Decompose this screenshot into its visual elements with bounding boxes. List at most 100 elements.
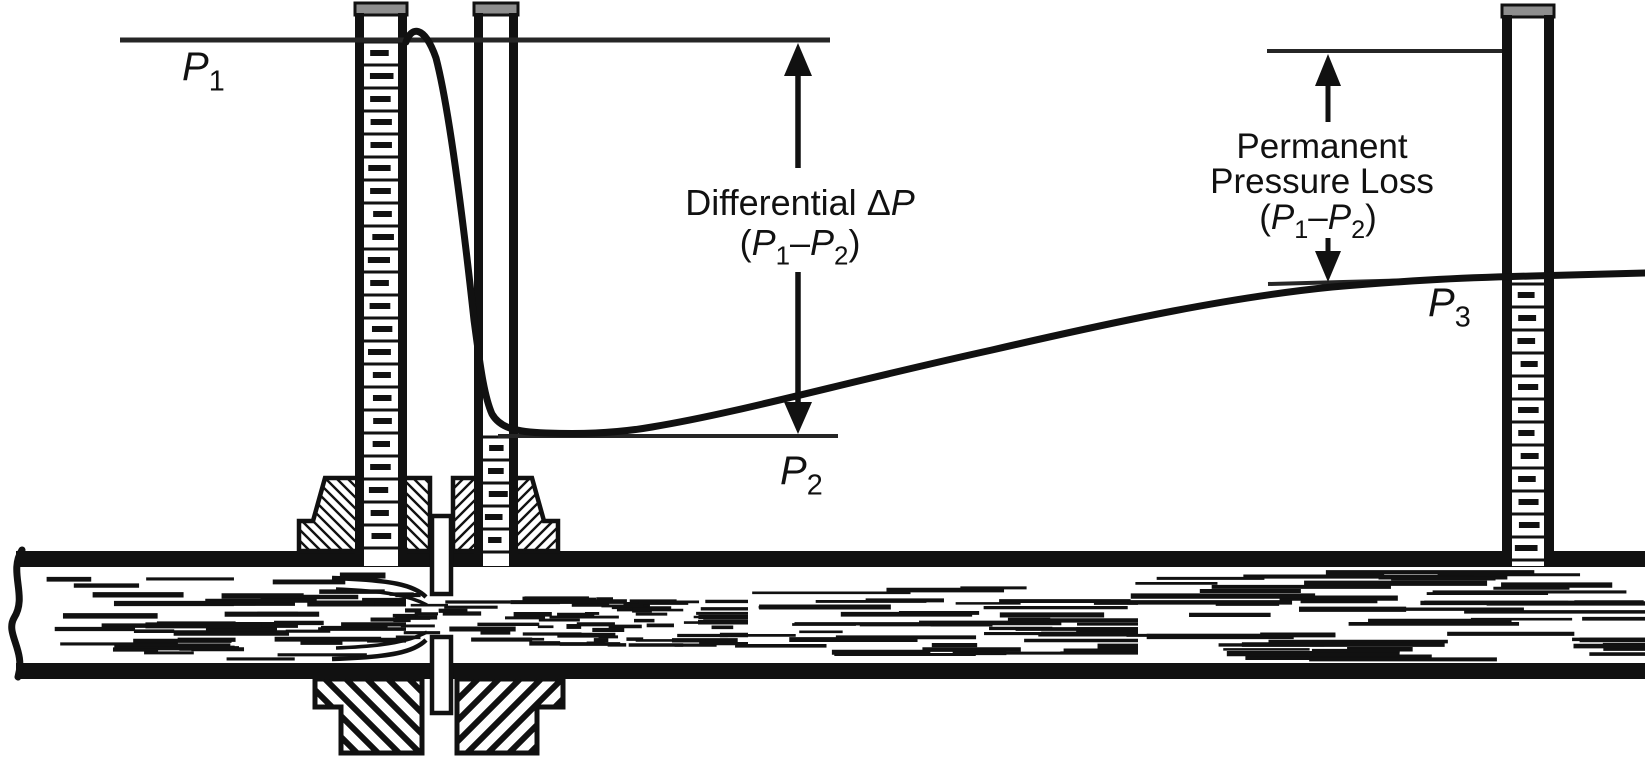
permanent-loss-label-line2: Pressure Loss xyxy=(1210,162,1434,201)
downstream-tap-tube-left-wall xyxy=(474,13,483,566)
hatch-line xyxy=(299,478,300,551)
hatch-line xyxy=(315,679,381,753)
pipe-top-wall xyxy=(16,551,1645,567)
permanent-loss-label-line1: Permanent xyxy=(1236,127,1407,166)
hatch-line xyxy=(485,679,563,753)
hatch-line xyxy=(600,478,673,551)
upstream-tap-tube xyxy=(353,1,409,566)
ladder-liquid-dash xyxy=(370,188,391,194)
hatch-line xyxy=(385,679,422,753)
hatch-line xyxy=(457,679,502,753)
ladder-liquid-dash xyxy=(368,349,391,355)
ladder-liquid-dash xyxy=(370,142,392,148)
hatch-line xyxy=(453,478,476,551)
hatch-line xyxy=(299,478,311,551)
pipe-break-edge xyxy=(8,546,26,681)
labels: P1 P2 P3 Differential ΔP (P1–P2) Permane… xyxy=(182,45,1471,501)
hatch-line xyxy=(614,679,688,753)
pressure-reference-lines xyxy=(120,27,1645,438)
ladder-liquid-dash xyxy=(488,537,502,543)
ladder-liquid-dash xyxy=(1520,453,1539,459)
recovery-tap-tube-left-wall xyxy=(1502,15,1512,566)
differential-arrowhead-up xyxy=(784,43,812,76)
ladder-liquid-dash xyxy=(1517,292,1535,298)
ladder-liquid-dash xyxy=(1518,315,1537,321)
hatch-line xyxy=(406,679,422,753)
ladder-liquid-dash xyxy=(1518,430,1535,436)
hatch-line xyxy=(453,478,487,551)
hatch-line xyxy=(315,679,318,753)
ladder-liquid-dash xyxy=(488,468,504,474)
hatch-line xyxy=(299,478,355,551)
hatch-line xyxy=(572,679,646,753)
orifice-plate-lower xyxy=(429,634,454,716)
hatch-line xyxy=(522,478,558,551)
orifice-plate xyxy=(429,513,454,716)
hatch-line xyxy=(364,679,422,753)
recovery-tap-tube xyxy=(1500,3,1556,566)
ladder-liquid-dash xyxy=(1518,499,1539,505)
funnel-top-outer xyxy=(331,575,428,599)
ladder-liquid-dash xyxy=(1520,361,1538,367)
differential-label-line1: Differential ΔP xyxy=(685,182,915,223)
hatch-line xyxy=(567,478,640,551)
permanent-arrowhead-up xyxy=(1315,54,1341,86)
ladder-liquid-dash xyxy=(371,326,393,332)
funnel-bottom-outer xyxy=(331,638,428,662)
hatch-line xyxy=(464,679,544,753)
hatch-line xyxy=(578,478,651,551)
ladder-liquid-dash xyxy=(1518,476,1536,482)
upstream-tap-tube-left-wall xyxy=(355,13,364,566)
hatch-line xyxy=(299,478,322,551)
differential-arrow xyxy=(784,43,812,434)
hatch-line xyxy=(544,478,558,551)
ladder-liquid-dash xyxy=(370,96,391,102)
ladder-liquid-dash xyxy=(372,395,392,401)
ladder-liquid-dash xyxy=(369,303,391,309)
ladder-liquid-dash xyxy=(372,441,390,447)
hatch-line xyxy=(635,679,709,753)
hatch-line xyxy=(533,478,558,551)
ladder-liquid-dash xyxy=(1518,407,1539,413)
hatch-line xyxy=(457,679,481,753)
downstream-tap-tube xyxy=(472,1,520,566)
hatch-line xyxy=(299,478,333,551)
differential-label-line2: (P1–P2) xyxy=(740,222,861,270)
hatch-line xyxy=(622,478,695,551)
downstream-tap-tube-cap xyxy=(472,1,520,17)
pipe-bottom-wall xyxy=(16,663,1645,679)
recovery-tap-tube-right-wall xyxy=(1544,15,1554,566)
differential-arrowhead-down xyxy=(784,402,812,434)
orifice-plate-upper xyxy=(429,513,454,597)
ladder-liquid-dash xyxy=(1517,338,1536,344)
hatch-line xyxy=(457,679,523,753)
ladder-liquid-dash xyxy=(370,280,389,286)
ladder-liquid-dash xyxy=(1518,384,1539,390)
ladder-liquid-dash xyxy=(1514,545,1538,551)
pressure-profile-curve xyxy=(402,27,1645,437)
manometer-tubes xyxy=(353,1,1556,566)
pipe xyxy=(8,546,1645,681)
ladder-liquid-dash xyxy=(484,514,503,520)
ladder-liquid-dash xyxy=(367,257,390,263)
ladder-liquid-dash xyxy=(370,464,391,470)
hatch-line xyxy=(401,478,430,551)
hatch-line xyxy=(412,478,430,551)
ladder-liquid-dash xyxy=(372,234,394,240)
p3-label: P3 xyxy=(1428,281,1471,333)
ladder-liquid-dash xyxy=(371,533,392,539)
ladder-liquid-dash xyxy=(489,445,504,451)
ladder-liquid-dash xyxy=(488,491,508,497)
ladder-liquid-dash xyxy=(370,119,392,125)
ladder-liquid-dash xyxy=(1518,522,1540,528)
downstream-tap-tube-right-wall xyxy=(509,13,518,566)
hatch-line xyxy=(555,478,558,551)
ladder-liquid-dash xyxy=(372,372,391,378)
hatch-line xyxy=(343,679,422,753)
upstream-tap-tube-cap xyxy=(353,1,409,17)
permanent-arrowhead-down xyxy=(1315,251,1341,282)
ladder-liquid-dash xyxy=(368,165,391,171)
ladder-liquid-dash xyxy=(370,50,389,56)
